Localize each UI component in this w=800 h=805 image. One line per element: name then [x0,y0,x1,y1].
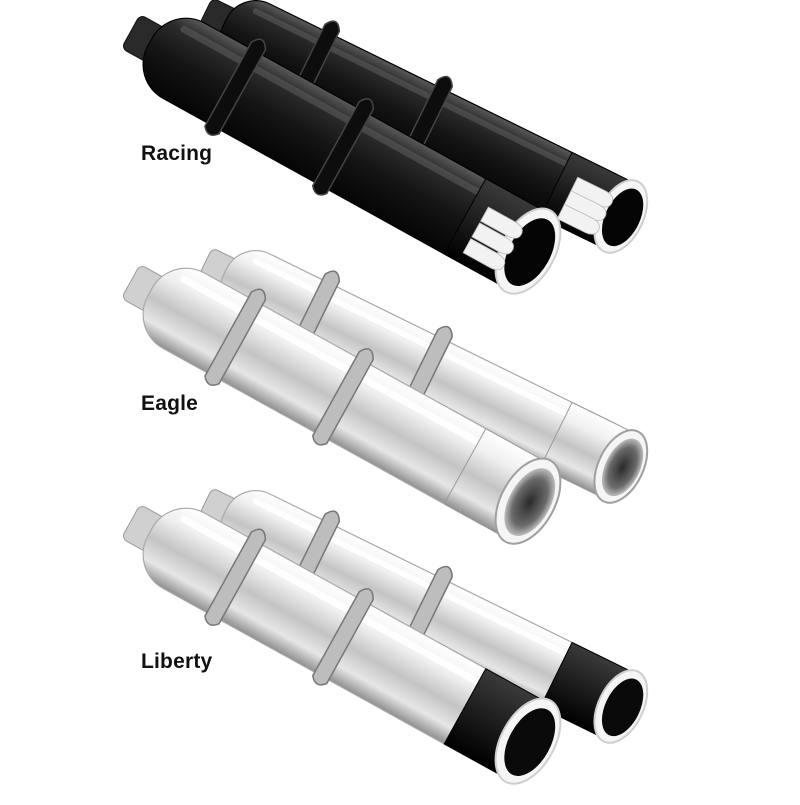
body-highlight [252,258,585,425]
body-highlight [252,498,585,665]
mount-clamp [311,98,374,196]
variant-label-liberty: Liberty [141,650,213,673]
muffler-pair-liberty [123,489,649,785]
muffler-rear [199,249,649,504]
tip-fin [480,206,523,239]
mount-clamp [311,588,374,686]
muffler-rear [199,0,649,254]
muffler-front [123,16,562,295]
variant-label-racing: Racing [141,142,213,165]
mount-clamp [204,288,267,386]
body-highlight [180,515,497,694]
mount-clamp [204,38,267,136]
muffler-pair-racing [123,0,649,295]
mount-clamp [204,528,267,626]
body-highlight [252,8,585,175]
muffler-front [123,266,562,545]
muffler-pair-eagle [123,249,649,545]
variant-label-eagle: Eagle [141,392,199,415]
tip-bore [504,708,556,776]
tip-bore [504,468,556,536]
body-highlight [180,275,497,454]
tip-bore [601,438,644,497]
mount-clamp [311,348,374,446]
tip-bore [601,678,644,737]
body-highlight [180,25,497,204]
tip-fin [471,222,514,255]
tip-fin [462,238,506,271]
tip-fin [556,203,600,235]
muffler-front [123,506,562,785]
